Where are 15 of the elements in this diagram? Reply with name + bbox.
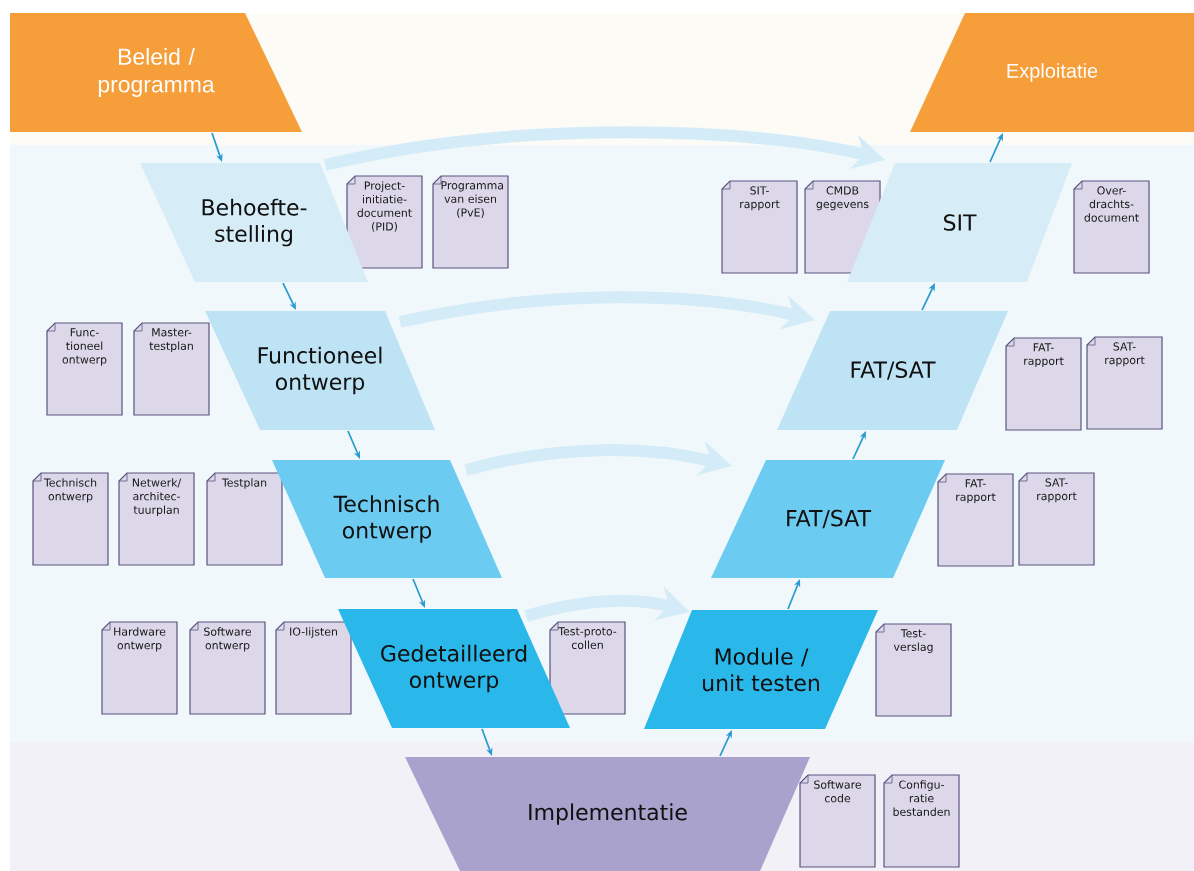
- phase-parallelogram: Technisch ontwerp: [272, 460, 502, 578]
- arrow: [347, 430, 360, 459]
- arrow: [989, 133, 1003, 163]
- arrow: [412, 578, 426, 608]
- phase-parallelogram: Module / unit testen: [644, 610, 878, 729]
- arrow: [852, 431, 866, 460]
- arrow: [481, 728, 493, 756]
- arrow: [787, 579, 801, 610]
- phase-parallelogram: Functioneel ontwerp: [205, 311, 435, 430]
- phase-parallelogram: FAT/SAT: [777, 311, 1008, 430]
- process-trapezoid: Implementatie: [405, 757, 810, 871]
- arrow: [282, 282, 296, 310]
- phase-parallelogram: FAT/SAT: [711, 460, 945, 578]
- arrow: [719, 730, 732, 757]
- arrow: [921, 283, 935, 311]
